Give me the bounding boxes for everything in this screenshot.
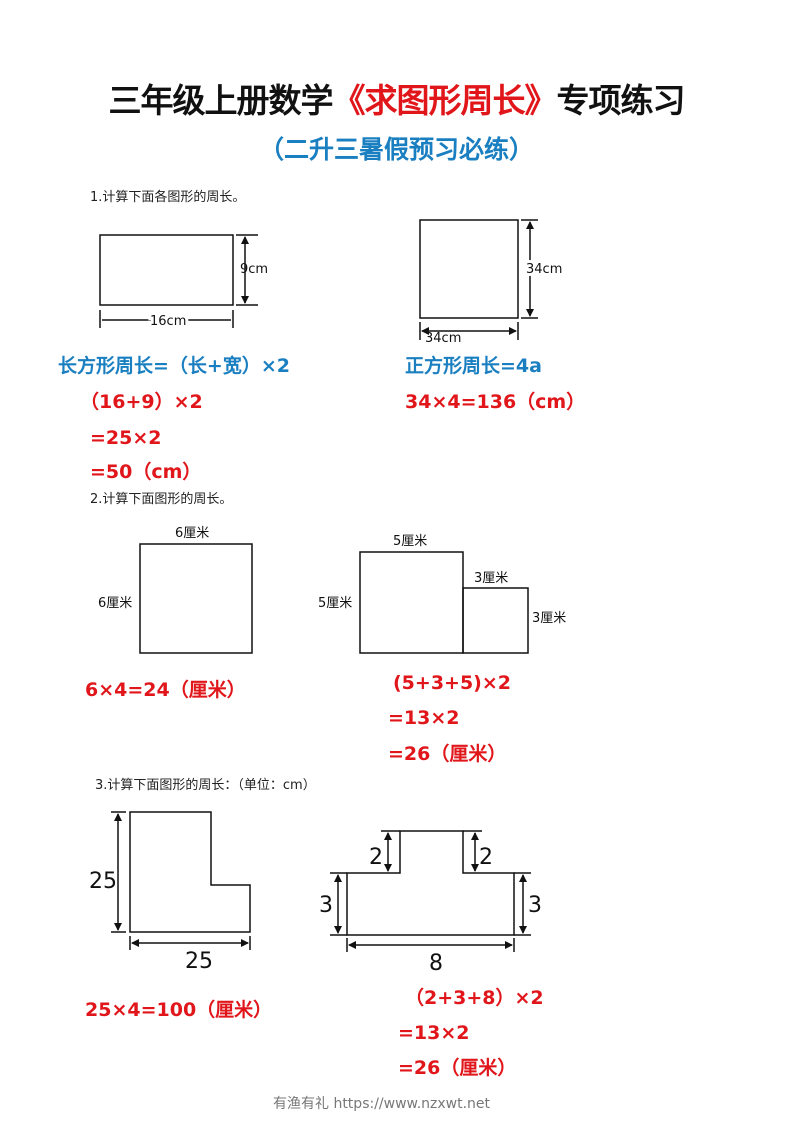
t-shape [346,830,515,936]
page-subtitle: （二升三暑假预习必练） [258,135,534,164]
l-answer: 25×4=100（厘米） [85,999,273,1021]
l-width-label: 25 [185,949,213,974]
small-square-shape [462,587,529,654]
square-width-label: 34cm [425,331,461,346]
t-right-side-label: 3 [528,893,542,918]
big-left-label: 5厘米 [318,596,352,611]
square-shape [419,219,519,319]
t-right-top-label: 2 [479,845,493,870]
rect-height-label: 9cm [240,262,268,277]
square-formula: 正方形周长=4a [405,355,542,377]
composite-step: =13×2 [388,707,460,729]
t-step: =26（厘米） [398,1057,517,1079]
square-step: 34×4=136（cm） [405,391,586,413]
square-height-label: 34cm [526,262,562,277]
rect-step: =50（cm） [90,461,202,483]
big-square-shape [359,551,464,654]
t-bottom-label: 8 [429,951,443,976]
t-step: （2+3+8）×2 [405,987,544,1009]
t-left-side-label: 3 [319,893,333,918]
composite-step: =26（厘米） [388,743,507,765]
t-left-top-label: 2 [369,845,383,870]
square-6cm-shape [139,543,253,654]
composite-step: (5+3+5)×2 [393,672,512,694]
l-height-label: 25 [89,869,117,894]
l-shape [129,811,251,933]
rectangle-shape [99,234,234,306]
rect-width-label: 16cm [150,314,186,329]
t-step: =13×2 [398,1022,470,1044]
small-top-label: 3厘米 [474,571,508,586]
big-top-label: 5厘米 [393,534,427,549]
square2-top-label: 6厘米 [175,526,209,541]
square2-left-label: 6厘米 [98,596,132,611]
rect-step: （16+9）×2 [80,391,203,413]
question-3: 3.计算下面图形的周长：（单位：cm） [95,778,316,793]
rect-formula: 长方形周长=（长+宽）×2 [58,355,290,377]
watermark: 有渔有礼 https://www.nzxwt.net [273,1096,491,1112]
small-right-label: 3厘米 [532,611,566,626]
page-title: 三年级上册数学《求图形周长》专项练习 [108,81,686,120]
question-2: 2.计算下面图形的周长。 [90,492,233,507]
rect-step: =25×2 [90,427,162,449]
square2-answer: 6×4=24（厘米） [85,679,246,701]
question-1: 1.计算下面各图形的周长。 [90,190,246,205]
